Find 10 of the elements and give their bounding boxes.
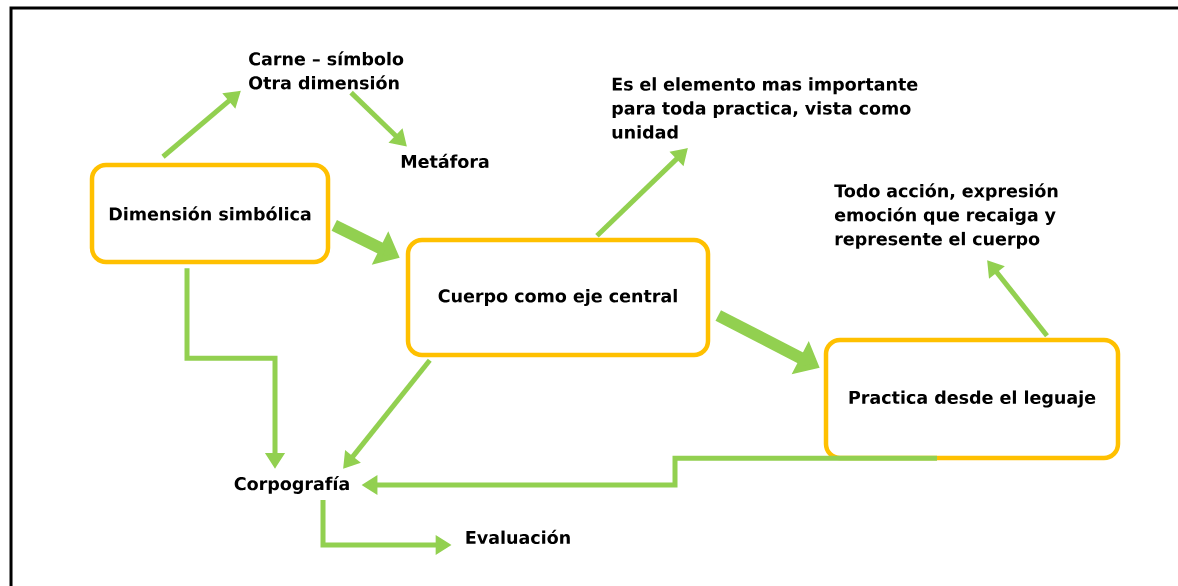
concept-text: Evaluación [466, 529, 570, 545]
note-text: Es el elemento mas importante para toda practica, vista como unidad [612, 77, 918, 139]
rounded-box: Dimensión simbólica [89, 162, 331, 265]
arrow [595, 148, 688, 238]
concept-text: Corpografía [234, 476, 349, 494]
concept-text: Metáfora [401, 153, 489, 169]
rounded-box: Cuerpo como eje central [405, 237, 711, 358]
note-text: Carne – símbolo Otra dimensión [249, 51, 404, 90]
note-text: Todo acción, expresión emoción que recaiga y represente el cuerpo [834, 183, 1058, 249]
rounded-box: Practica desde el leguaje [823, 337, 1121, 461]
